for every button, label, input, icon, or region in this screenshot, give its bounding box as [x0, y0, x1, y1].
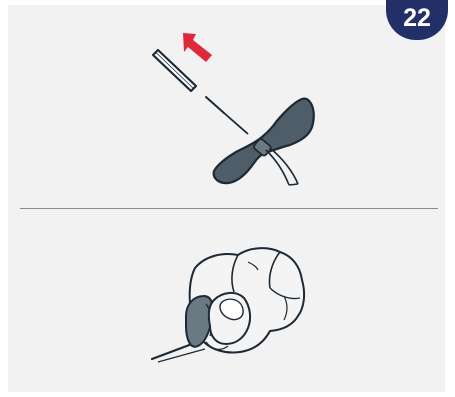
removal-arrow-icon: [183, 33, 212, 62]
hand-icon: [186, 248, 304, 352]
butterfly-needle-icon: [206, 97, 314, 185]
needle-cap-icon: [153, 50, 196, 91]
top-illustration: [153, 33, 314, 185]
bottom-illustration: [152, 248, 304, 362]
section-divider: [20, 208, 438, 209]
